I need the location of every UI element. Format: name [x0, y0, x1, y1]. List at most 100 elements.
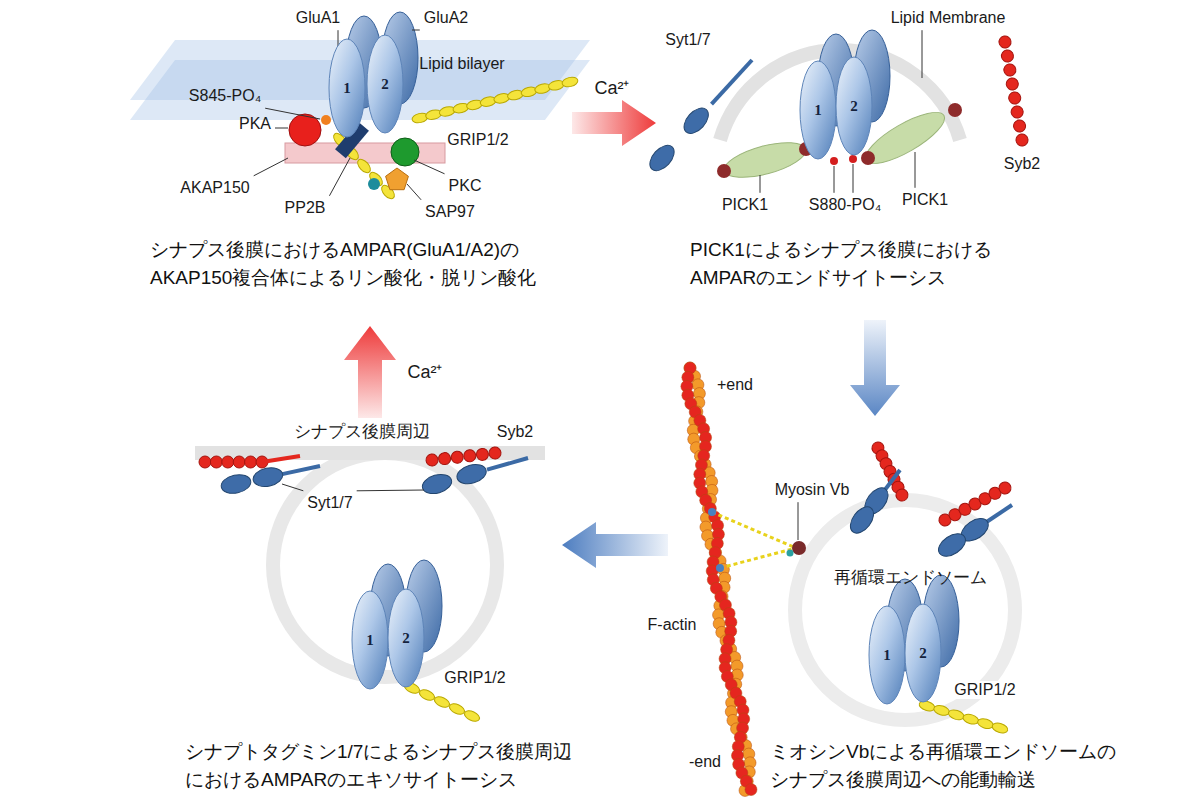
cycle-arrow — [572, 100, 656, 146]
cycle-arrow — [344, 326, 396, 418]
sap97-chain — [355, 157, 372, 175]
grip-chain — [947, 708, 965, 721]
protein-label: PKA — [239, 115, 271, 133]
protein-label: F-actin — [648, 616, 697, 634]
synaptobrevin-chain — [997, 480, 1013, 496]
polarity-label: -end — [689, 753, 721, 771]
receptor-subunit: 1 — [328, 38, 366, 138]
protein-label: Syb2 — [1004, 155, 1040, 173]
grip-chain — [448, 702, 466, 717]
subunit-number: 2 — [381, 76, 389, 93]
grip-chain — [418, 688, 436, 703]
receptor-subunit: 1 — [868, 605, 906, 705]
synaptobrevin-chain — [425, 453, 438, 466]
leader-line — [834, 166, 835, 193]
site-label: S880-PO₄ — [809, 196, 881, 214]
leader-line — [265, 108, 320, 119]
receptor-subunit: 2 — [835, 56, 873, 156]
synaptotagmin-domain — [645, 141, 679, 175]
subunit-number: 1 — [366, 632, 374, 649]
pick1-shape — [721, 136, 809, 185]
synaptobrevin-chain — [210, 456, 222, 468]
panel-caption: シナプトタグミン1/7によるシナプス後膜周辺 におけるAMPARのエキソサイトー… — [185, 738, 645, 793]
grip-chain — [976, 717, 994, 730]
synaptotagmin-domain — [455, 461, 489, 487]
protein-label: PICK1 — [902, 191, 948, 209]
subunit-ellipse — [388, 589, 424, 687]
grip-chain — [561, 76, 579, 88]
grip-chain — [962, 713, 980, 726]
region-label: 再循環エンドソーム — [834, 568, 987, 588]
subunit-number: 2 — [850, 98, 858, 115]
synaptobrevin-tail — [262, 456, 300, 462]
subunit-ellipse — [800, 61, 836, 159]
synaptobrevin-chain — [1015, 133, 1029, 147]
synaptotagmin-domain — [935, 529, 970, 561]
synaptobrevin-chain — [233, 456, 245, 468]
protein-label: GRIP1/2 — [447, 131, 508, 149]
leader-line — [798, 502, 799, 540]
subunit-number: 1 — [814, 102, 822, 119]
synaptotagmin-domain — [251, 465, 284, 489]
synaptotagmin-domain — [219, 472, 252, 496]
protein-label: GRIP1/2 — [444, 669, 505, 687]
synaptobrevin-chain — [199, 456, 211, 468]
receptor-subunit: 2 — [366, 34, 404, 134]
subunit-ellipse — [329, 39, 365, 137]
synaptobrevin-chain — [245, 456, 257, 468]
myosin-head — [716, 564, 724, 572]
leader-line — [412, 30, 420, 31]
leader-line — [357, 490, 424, 492]
subunit-ellipse — [836, 57, 872, 155]
myosin-lever — [712, 512, 796, 548]
leader-line — [853, 164, 854, 193]
panel-caption: シナプス後膜におけるAMPAR(GluA1/A2)の AKAP150複合体による… — [150, 236, 610, 291]
protein-label: Syt1/7 — [307, 494, 352, 512]
region-label: Lipid Membrane — [891, 9, 1006, 27]
subunit-number: 1 — [343, 80, 351, 97]
synaptobrevin-chain — [1008, 91, 1022, 105]
grip-chain — [933, 704, 951, 717]
synaptobrevin-chain — [998, 35, 1012, 49]
region-label: シナプス後膜周辺 — [294, 422, 430, 442]
protein-label: PKC — [449, 177, 482, 195]
phospho-dot — [321, 115, 331, 125]
receptor-subunit: 1 — [799, 60, 837, 160]
teal-ball — [368, 178, 380, 190]
subunit-ellipse — [352, 591, 388, 689]
synaptobrevin-chain — [1003, 63, 1017, 77]
leader-line — [414, 160, 445, 174]
pick1-domain — [948, 103, 962, 117]
protein-label: GRIP1/2 — [952, 681, 1017, 699]
pick1-domain — [717, 164, 731, 178]
protein-label: PP2B — [285, 199, 326, 217]
panel-caption: PICK1によるシナプス後膜における AMPARのエンドサイトーシス — [690, 236, 1150, 291]
leader-line — [760, 175, 761, 193]
subunit-ellipse — [367, 35, 403, 133]
receptor-subunit: 2 — [387, 588, 425, 688]
ion-label: Ca²⁺ — [594, 78, 629, 99]
protein-label: AKAP150 — [180, 179, 249, 197]
region-label: Lipid bilayer — [419, 55, 504, 73]
polarity-label: +end — [717, 376, 753, 394]
illustration-group — [130, 12, 1029, 796]
synaptotagmin-domain — [846, 503, 878, 538]
leader-line — [338, 30, 339, 46]
leader-line — [922, 30, 923, 78]
synaptobrevin-chain — [476, 448, 489, 461]
subunit-number: 1 — [883, 647, 891, 664]
panel-caption: ミオシンVbによる再循環エンドソームの シナプス後膜周辺への能動輸送 — [770, 738, 1190, 793]
synaptobrevin-chain — [894, 487, 910, 503]
subunit-number: 2 — [919, 645, 927, 662]
synaptobrevin-chain — [1005, 77, 1019, 91]
cycle-arrow — [850, 320, 900, 416]
pka-ball — [289, 114, 321, 146]
leader-line — [915, 152, 916, 188]
protein-label: PICK1 — [722, 196, 768, 214]
receptor-subunit: 1 — [351, 590, 389, 690]
myosin-cargo — [787, 550, 794, 557]
subunit-name: GluA1 — [296, 9, 340, 27]
